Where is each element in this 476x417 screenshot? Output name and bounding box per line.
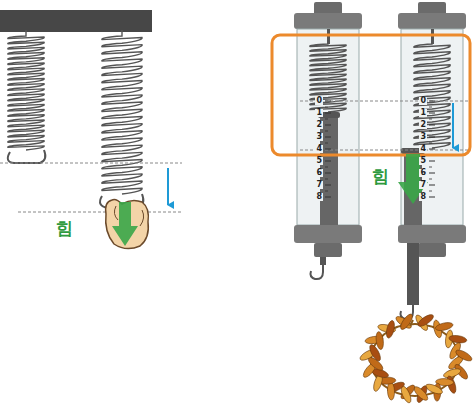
- extension-arrow: [452, 103, 454, 148]
- spring-scale: [294, 2, 362, 279]
- force-arrow: [398, 154, 428, 204]
- scale-number: 2: [315, 121, 323, 129]
- ceiling-bar: [0, 10, 152, 32]
- scale-number: 0: [419, 97, 427, 105]
- hand: [106, 200, 149, 249]
- scale-number: 0: [315, 97, 323, 105]
- extension-arrow: [167, 168, 169, 205]
- scale-number: 7: [419, 181, 427, 189]
- scale-number: 4: [419, 145, 427, 153]
- scale-number: 3: [315, 133, 323, 141]
- scale-number: 6: [315, 169, 323, 177]
- highlight-frame: [272, 35, 470, 155]
- scale-number: 2: [419, 121, 427, 129]
- guide-line: [300, 101, 470, 102]
- spring-scale: [398, 2, 466, 319]
- scale-number: 5: [315, 157, 323, 165]
- force-label: 힘: [372, 168, 389, 185]
- scale-number: 5: [419, 157, 427, 165]
- spring-hook: [8, 150, 46, 163]
- spring: [8, 30, 44, 150]
- scale-number: 4: [315, 145, 323, 153]
- scale-number: 1: [419, 109, 427, 117]
- spring-coil: [102, 30, 142, 194]
- scale-number: 8: [419, 193, 427, 201]
- spring: [102, 30, 142, 194]
- wreath: [358, 312, 473, 404]
- guide-line: [0, 163, 182, 164]
- scale-ticks: [325, 101, 435, 197]
- force-label: 힘: [56, 220, 73, 237]
- force-arrow: [112, 202, 138, 246]
- scale-number: 8: [315, 193, 323, 201]
- scale-number: 6: [419, 169, 427, 177]
- scale-number: 7: [315, 181, 323, 189]
- spring-coil: [8, 30, 44, 150]
- guide-line: [300, 150, 470, 151]
- guide-line: [18, 212, 182, 213]
- spring-coil: [414, 38, 450, 148]
- scale-number: 1: [315, 109, 323, 117]
- scale-number: 3: [419, 133, 427, 141]
